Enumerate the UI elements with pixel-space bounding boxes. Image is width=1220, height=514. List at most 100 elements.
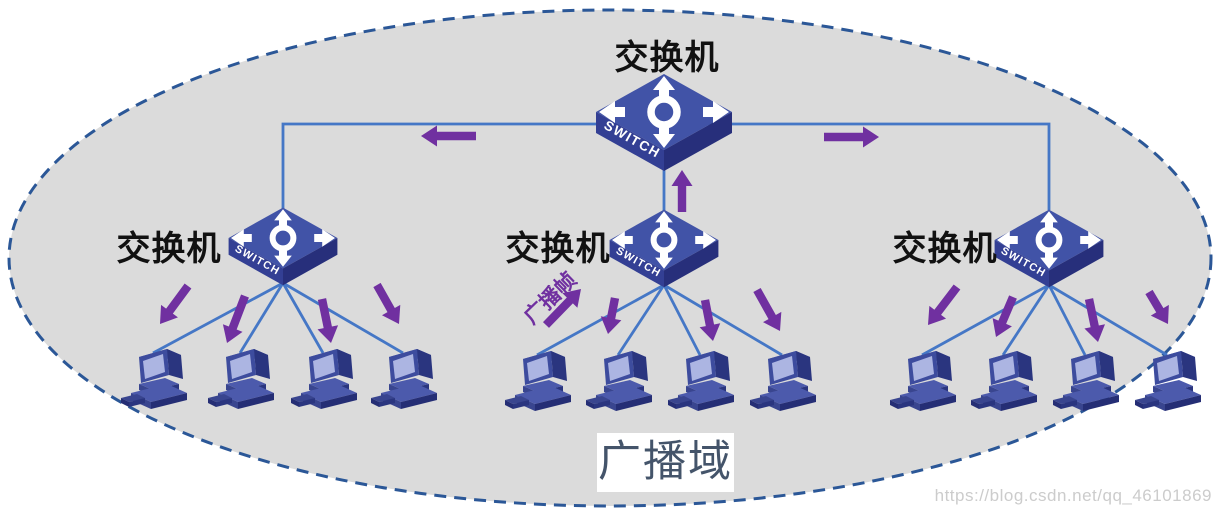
- pc-base-side: [151, 393, 187, 409]
- pc-base-side: [1165, 395, 1201, 411]
- pc-screen: [912, 356, 934, 381]
- pc-foot-top: [890, 396, 914, 404]
- pc-foot-top: [208, 394, 232, 402]
- access-link-line: [1048, 283, 1168, 357]
- arrow-middle-2: [600, 297, 622, 334]
- pc-neck-top: [604, 380, 644, 392]
- pc-neck-top: [686, 380, 726, 392]
- pc-icon: [1135, 351, 1201, 411]
- watermark: https://blog.csdn.net/qq_46101869: [934, 486, 1212, 505]
- pc-monitor-side: [417, 349, 433, 379]
- arrow-middle-4: [753, 287, 782, 331]
- pc-base-top: [1145, 386, 1201, 404]
- pc-monitor-side: [796, 351, 812, 381]
- access-link-line: [536, 283, 665, 357]
- label-switch-right: 交换机: [892, 230, 998, 268]
- pc-foot-side: [513, 400, 529, 409]
- label-switch-middle: 交换机: [505, 230, 611, 268]
- pc-foot-front: [750, 400, 758, 409]
- pc-icon: [121, 349, 187, 409]
- switch-port-arrow: [655, 211, 673, 229]
- pc-neck-top: [768, 380, 808, 392]
- pc-foot-front: [291, 398, 299, 407]
- pc-monitor-side: [254, 349, 270, 379]
- pc-icon: [505, 351, 571, 411]
- pc-base-top: [900, 386, 956, 404]
- pc-base-side: [698, 395, 734, 411]
- arrow-right-4: [1145, 289, 1169, 324]
- switch-port-arrow: [695, 231, 716, 249]
- arrow-trunk-left: [421, 125, 476, 147]
- pc-foot-top: [121, 394, 145, 402]
- switch-side-face: [1049, 240, 1104, 288]
- pc-base-side: [401, 393, 437, 409]
- pc-base-side: [780, 395, 816, 411]
- pc-foot-front: [371, 398, 379, 407]
- switch-port-arrow: [314, 229, 335, 247]
- pc-foot-side: [898, 400, 914, 409]
- access-link-line: [282, 281, 404, 355]
- pc-foot-side: [379, 398, 395, 407]
- pc-base-side: [616, 395, 652, 411]
- pc-foot-front: [1053, 400, 1061, 409]
- switch-port-arrow: [1080, 231, 1101, 249]
- access-link-line: [281, 282, 325, 354]
- switch-port-arrow: [1040, 211, 1058, 229]
- pc-neck-top: [139, 378, 179, 390]
- switch-port-arrow: [274, 209, 292, 227]
- arrow-right-3: [1084, 298, 1105, 342]
- pc-foot-side: [758, 400, 774, 409]
- pc-base-top: [515, 386, 571, 404]
- pc-foot-side: [129, 398, 145, 407]
- pc-monitor-side: [337, 349, 353, 379]
- pc-screen: [143, 354, 165, 379]
- arrow-left-4: [373, 282, 401, 324]
- pc-base-top: [381, 384, 437, 402]
- access-link-line: [616, 284, 666, 356]
- switch-hub-ring: [1035, 226, 1063, 254]
- switch-port-arrow: [655, 251, 673, 269]
- pc-foot-side: [979, 400, 995, 409]
- pc-foot-top: [750, 396, 774, 404]
- arrow-trunk-up: [671, 170, 693, 212]
- access-link-line: [238, 282, 285, 354]
- label-switch-left: 交换机: [116, 230, 222, 268]
- pc-foot-top: [971, 396, 995, 404]
- pc-neck-top: [226, 378, 266, 390]
- pc-foot-side: [1061, 400, 1077, 409]
- pc-screen: [993, 356, 1015, 381]
- switch-hub-ring: [647, 95, 681, 129]
- access-link-line: [1001, 284, 1051, 356]
- pc-screen: [230, 354, 252, 379]
- switch-hub-ring: [269, 224, 297, 252]
- switch-front-face: [994, 240, 1049, 288]
- pc-foot-top: [1053, 396, 1077, 404]
- pc-icon: [208, 349, 274, 409]
- pc-neck-top: [389, 378, 429, 390]
- pc-foot-side: [1143, 400, 1159, 409]
- pc-foot-front: [890, 400, 898, 409]
- pc-monitor-side: [551, 351, 567, 381]
- pc-icon: [1053, 351, 1119, 411]
- pc-screen: [393, 354, 415, 379]
- pc-foot-side: [216, 398, 232, 407]
- pc-base-side: [1001, 395, 1037, 411]
- pc-icon: [668, 351, 734, 411]
- pc-icon: [586, 351, 652, 411]
- pc-neck-top: [908, 380, 948, 392]
- pc-foot-top: [371, 394, 395, 402]
- switch-port-arrow: [599, 101, 625, 123]
- pc-icon: [750, 351, 816, 411]
- pc-base-top: [131, 384, 187, 402]
- pc-base-top: [760, 386, 816, 404]
- switch-top-face: [994, 209, 1104, 271]
- pc-screen: [772, 356, 794, 381]
- switch-side-face: [664, 112, 732, 171]
- pc-foot-side: [299, 398, 315, 407]
- access-link-line: [662, 284, 702, 356]
- arrow-trunk-right: [824, 126, 879, 148]
- switch-port-arrow: [997, 231, 1018, 249]
- pc-neck-top: [1071, 380, 1111, 392]
